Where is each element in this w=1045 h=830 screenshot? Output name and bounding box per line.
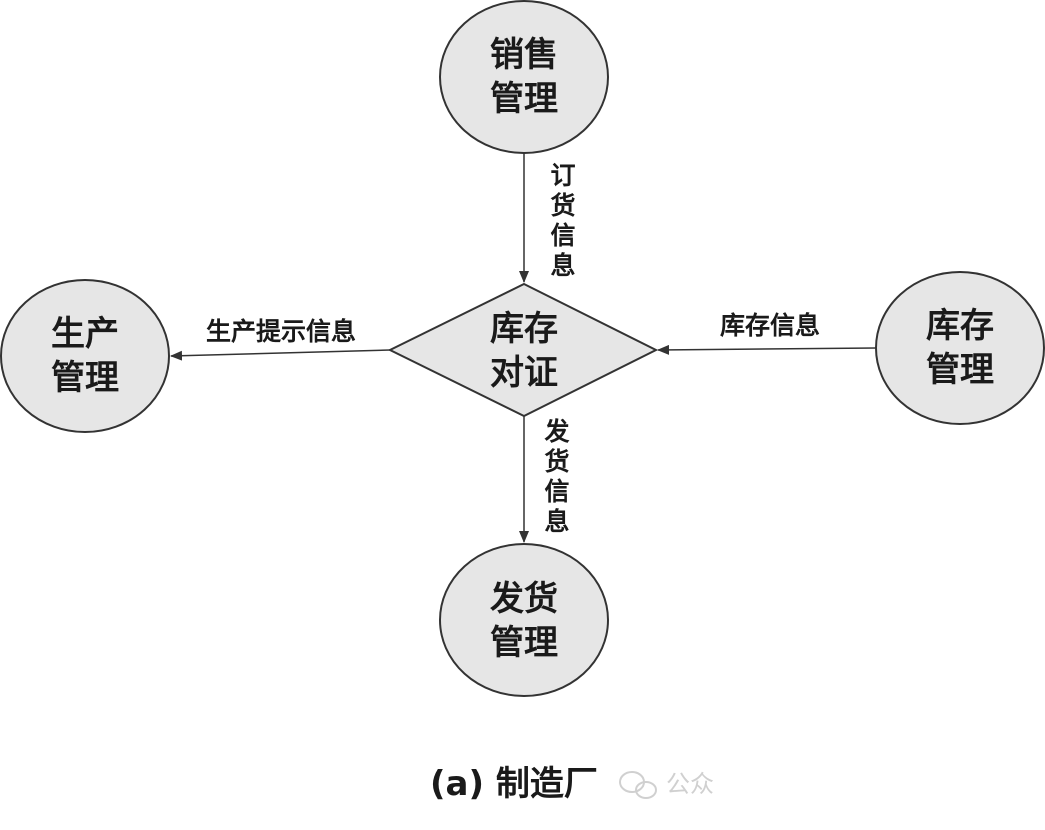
edge-label-order-info: 订 货 信 息	[550, 161, 575, 280]
figure-caption: (a) 制造厂	[430, 764, 598, 804]
node-inventory-check-line1: 库存	[490, 309, 558, 349]
edge-shipping-char-2: 货	[544, 447, 569, 476]
watermark: 公众	[600, 755, 1045, 815]
wechat-icon	[619, 771, 657, 799]
node-sales-management: 销售 管理	[439, 0, 609, 154]
node-shipping-line2: 管理	[490, 623, 558, 663]
edge-order-char-4: 息	[550, 251, 575, 280]
node-sales-line1: 销售	[490, 35, 558, 75]
node-production-line2: 管理	[51, 358, 119, 398]
node-inventory-management: 库存 管理	[875, 271, 1045, 425]
node-production-management: 生产 管理	[0, 279, 170, 433]
node-inventory-check-line2: 对证	[490, 353, 558, 393]
edge-shipping-char-1: 发	[543, 417, 569, 446]
edge-label-production-hint: 生产提示信息	[206, 317, 356, 346]
edge-order-char-2: 货	[550, 191, 575, 220]
node-inventory-line1: 库存	[926, 306, 994, 346]
edge-order-char-1: 订	[550, 161, 575, 190]
node-shipping-line1: 发货	[490, 579, 558, 619]
edge-shipping-char-3: 信	[544, 477, 569, 506]
edge-label-shipping-info: 发 货 信 息	[543, 417, 569, 536]
node-production-line1: 生产	[51, 314, 119, 354]
node-shipping-management: 发货 管理	[439, 543, 609, 697]
edge-order-char-3: 信	[550, 221, 575, 250]
node-inventory-check: 库存 对证	[387, 282, 659, 418]
arrow-check-to-production	[170, 349, 391, 361]
arrow-inventory-to-check	[657, 344, 877, 355]
edge-label-inventory-info: 库存信息	[720, 311, 820, 340]
node-sales-line2: 管理	[490, 79, 558, 119]
node-inventory-line2: 管理	[926, 350, 994, 390]
watermark-text: 公众	[666, 770, 714, 798]
edge-shipping-char-4: 息	[544, 507, 569, 536]
